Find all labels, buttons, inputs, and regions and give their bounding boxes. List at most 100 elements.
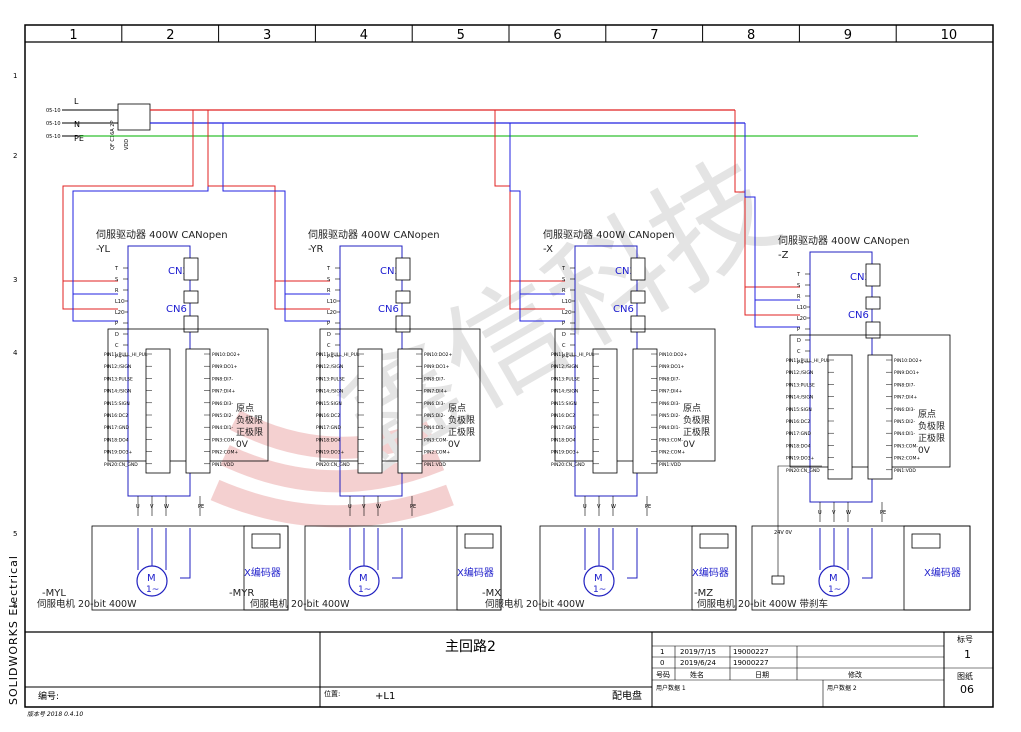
pin-right: PIN5:DI2-: [894, 419, 915, 425]
pin-left: PIN16:DC2: [551, 413, 575, 419]
pin-right: PIN8:DI7-: [659, 376, 680, 382]
pin-right: PIN5:DI2-: [212, 413, 233, 419]
terminal-L1C: L1C: [115, 299, 125, 305]
column-label-2: 2: [166, 28, 174, 43]
pin-left: PIN17:GND: [316, 425, 342, 431]
pin-left: PIN20:CN_GND: [786, 468, 820, 474]
terminal-P+: P+: [327, 354, 334, 360]
pin-left: PIN19:DO3+: [104, 450, 133, 456]
terminal-P: P: [562, 321, 565, 327]
pin-right: PIN8:DI7-: [424, 376, 445, 382]
drivers-layer: 伺服驱动器 400W CANopen-YLCN2CN6TSRL1CL2CPDCP…: [37, 110, 971, 611]
svg-text:05-10: 05-10: [46, 121, 61, 127]
io-label: 原点: [918, 409, 936, 420]
terminal-T: T: [326, 266, 331, 272]
motor-phase: 1~: [828, 585, 841, 595]
mark-label: 标号: [957, 634, 973, 644]
row-label-1: 1: [13, 72, 17, 80]
pin-left: PIN15:SIGN: [316, 401, 342, 407]
cn2-label: CN2: [380, 266, 401, 277]
page-title: 主回路2: [445, 639, 496, 655]
wire-n: [222, 123, 330, 295]
row-label-6: 6: [13, 602, 18, 610]
terminal-C: C: [115, 343, 119, 349]
cn6-port-b: [865, 321, 881, 339]
driver-tag: -X: [543, 244, 553, 255]
terminal-R: R: [327, 288, 331, 294]
column-label-4: 4: [360, 28, 368, 43]
cn6-port-b: [183, 315, 199, 333]
cn2-label: CN2: [615, 266, 636, 277]
terminal-T: T: [561, 266, 566, 272]
pin-left: PIN12:/SIGN: [104, 364, 131, 370]
svg-text:05-10: 05-10: [46, 134, 61, 140]
wire-n: [509, 123, 565, 295]
rev-1-date: 2019/7/15: [680, 648, 716, 656]
terminal-R: R: [562, 288, 566, 294]
wire-l1c: [62, 281, 118, 310]
motor-phase: 1~: [593, 585, 606, 595]
number-label: 编号:: [38, 690, 59, 702]
servo-driver-1: 伺服驱动器 400W CANopen-YLCN2CN6TSRL1CL2CPDCP…: [62, 110, 269, 516]
wire-l2c: [519, 294, 565, 322]
encoder-port: [251, 533, 281, 549]
pe-wire: [180, 528, 191, 579]
pin-right: PIN9:DO1+: [894, 370, 920, 376]
cn2-port: [630, 257, 646, 281]
io-label: 负极限: [683, 414, 710, 426]
motor-desc: 伺服电机 20-bit 400W: [485, 598, 585, 610]
pin-right: PIN1:VDD: [212, 462, 234, 468]
cn6-port-a: [865, 296, 881, 310]
pin-right: PIN3:COM-: [424, 437, 448, 443]
terminal-R: R: [797, 294, 801, 300]
terminal-L1C: L1C: [797, 305, 807, 311]
pin-left: PIN11:PULL_HI_PUL: [104, 352, 148, 358]
motor-m: M: [594, 573, 603, 584]
encoder-port: [699, 533, 729, 549]
pe-wire: [392, 528, 403, 579]
sheet-label: 图纸: [957, 671, 973, 681]
pin-left: PIN20:CN_GND: [551, 462, 585, 468]
wire-l2c: [754, 300, 800, 328]
pin-left: PIN17:GND: [786, 431, 812, 437]
pin-right: PIN2:COM+: [659, 450, 685, 456]
mark-value: 1: [964, 648, 971, 661]
terminal-D: D: [115, 332, 119, 338]
svg-text:05-10: 05-10: [46, 108, 61, 114]
driver-title: 伺服驱动器 400W CANopen: [96, 228, 228, 241]
pin-left: PIN11:PULL_HI_PUL: [551, 352, 595, 358]
pin-left: PIN15:SIGN: [551, 401, 577, 407]
motor-tag: -MZ: [694, 588, 713, 599]
column-label-3: 3: [263, 28, 271, 43]
sheet-value: 06: [960, 683, 974, 696]
pin-left: PIN17:GND: [551, 425, 577, 431]
rev-0-num: 0: [660, 659, 664, 667]
cabinet-value: 配电盘: [612, 689, 642, 702]
uvw-label-W: W: [611, 504, 616, 510]
motor-m: M: [829, 573, 838, 584]
rev-0-name: 19000227: [733, 659, 769, 667]
rev-header-date: 日期: [755, 671, 769, 679]
pin-left: PIN18:DO4: [316, 437, 341, 443]
motor-desc: 伺服电机 20-bit 400W: [37, 598, 137, 610]
uvw-label-PE: PE: [880, 510, 886, 516]
cn2-label: CN2: [850, 272, 871, 283]
breaker-label: QF C16A 2P: [110, 121, 116, 150]
rev-header-change: 修改: [848, 670, 862, 679]
column-label-5: 5: [457, 28, 465, 43]
brake-symbol: [771, 575, 785, 585]
cn6-label: CN6: [613, 304, 634, 315]
pin-left: PIN12:/SIGN: [786, 370, 813, 376]
motor-symbol: [583, 565, 615, 597]
pin-right: PIN3:COM-: [212, 437, 236, 443]
motor-desc: 伺服电机 20-bit 400W: [250, 598, 350, 610]
driver-title: 伺服驱动器 400W CANopen: [308, 228, 440, 241]
rev-header-no: 号码: [656, 671, 670, 679]
pin-right: PIN10:DO2+: [659, 352, 688, 358]
pin-right: PIN7:DI4+: [212, 389, 235, 395]
pin-left: PIN14:/SIGN: [316, 389, 343, 395]
pin-left: PIN15:SIGN: [104, 401, 130, 407]
